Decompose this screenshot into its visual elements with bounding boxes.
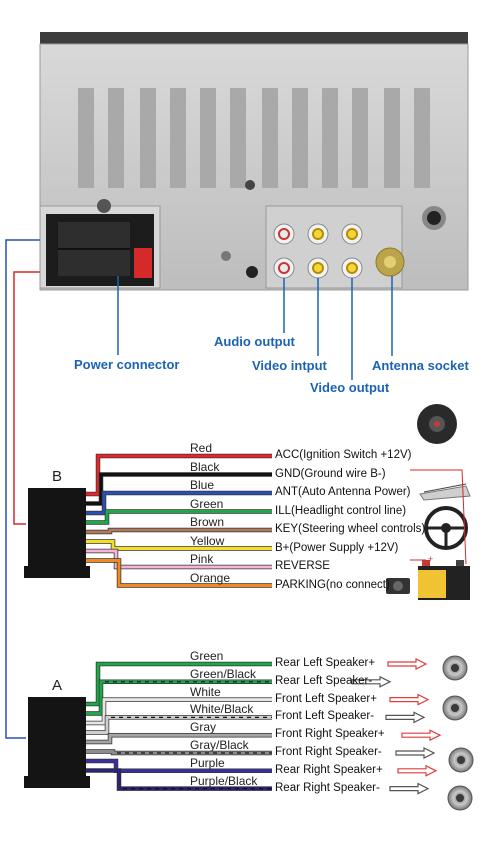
car-battery-icon	[418, 560, 470, 600]
wire-function-label: Rear Right Speaker+	[275, 763, 383, 776]
wire-function-label: Front Left Speaker+	[275, 692, 377, 705]
antenna-socket-port	[375, 206, 446, 277]
callout-antenna-socket: Antenna socket	[372, 358, 469, 373]
wire-brown	[86, 528, 272, 534]
head-unit-rear-panel	[39, 32, 469, 291]
connector-a-wires	[86, 661, 272, 791]
wire-function-label: Front Right Speaker-	[275, 746, 382, 758]
harness-leads	[5, 239, 40, 739]
wire-white	[86, 698, 272, 725]
wire-outline	[86, 472, 272, 506]
wire-black	[86, 473, 272, 505]
speaker-cone	[451, 704, 459, 712]
car-antenna-icon	[419, 483, 471, 501]
wire-color-label: Pink	[190, 552, 214, 566]
plus-arrow-icon	[389, 693, 430, 706]
screw-icon	[245, 180, 255, 190]
power-connector-port	[39, 199, 161, 289]
wire-color-label: Green/Black	[190, 666, 257, 681]
wire-color-label: Blue	[190, 478, 215, 492]
wire-color-label: Orange	[190, 570, 231, 585]
mic-jack-icon	[246, 266, 258, 278]
wire-orange	[86, 559, 272, 587]
minus-arrow-icon	[385, 711, 426, 724]
wire-color-label: Gray/Black	[190, 738, 249, 752]
battery-plus-label: +	[428, 554, 433, 564]
wire-color-label: Green	[190, 649, 224, 663]
wire-red	[86, 454, 272, 496]
wire-function-label: B+(Power Supply +12V)	[275, 541, 399, 554]
wire-color-label: Purple	[190, 755, 225, 770]
callout-video-input: Video intput	[252, 358, 327, 373]
callout-leaders	[117, 276, 393, 380]
plus-arrow-icon	[397, 764, 438, 777]
screw-icon	[97, 199, 111, 213]
wire-color-label: Yellow	[190, 533, 225, 548]
antenna-plug-icon	[417, 404, 457, 444]
connector-b-letter: B	[52, 468, 63, 485]
wire-function-label: Rear Left Speaker-	[275, 674, 373, 687]
minus-arrow-icon	[389, 782, 430, 795]
battery-leads	[410, 469, 467, 565]
speaker-cone	[457, 756, 465, 764]
steering-wheel-icon	[424, 506, 468, 550]
backup-camera-icon	[386, 578, 410, 594]
connector-a-letter: A	[52, 677, 63, 694]
wire-function-label: GND(Ground wire B-)	[275, 467, 386, 480]
wire-color-label: Red	[190, 441, 213, 455]
wire-blue	[86, 491, 272, 515]
wire-function-label: ACC(Ignition Switch +12V)	[275, 449, 412, 461]
screw-icon	[221, 251, 231, 261]
wire-green	[86, 662, 272, 706]
wire-white-black	[86, 715, 272, 734]
minus-arrow-icon	[395, 747, 436, 759]
wire-function-label: REVERSE	[275, 560, 330, 572]
wire-function-label: Rear Right Speaker-	[275, 781, 380, 794]
callout-audio-output: Audio output	[214, 334, 295, 349]
wire-function-label: Front Right Speaker+	[275, 728, 385, 741]
battery-minus-label: -	[456, 558, 459, 568]
wire-function-label: ANT(Auto Antenna Power)	[275, 486, 411, 498]
wire-function-label: Front Left Speaker-	[275, 710, 375, 723]
callout-power-connector: Power connector	[74, 357, 180, 372]
wire-purple	[86, 759, 272, 773]
plus-arrow-icon	[387, 658, 428, 670]
wire-yellow	[86, 540, 272, 550]
minus-arrow-icon	[351, 675, 392, 688]
wire-function-label: Rear Left Speaker+	[275, 657, 376, 669]
wire-color-label: White/Black	[190, 702, 254, 717]
wire-function-label: KEY(Steering wheel controls)	[275, 523, 426, 535]
wire-outline	[86, 715, 272, 735]
wire-outline	[86, 509, 272, 525]
wire-color-label: Black	[190, 459, 220, 474]
connector-b-body	[24, 488, 90, 578]
wire-color-label: Purple/Black	[190, 773, 258, 788]
connector-b-wires	[86, 453, 272, 588]
wire-function-label: PARKING(no connect)	[275, 578, 390, 591]
cooling-fins	[78, 88, 430, 188]
wire-gray	[86, 733, 272, 744]
wire-color-label: White	[190, 684, 221, 699]
rca-jacks	[221, 205, 403, 289]
wire-function-label: ILL(Headlight control line)	[275, 504, 407, 517]
connector-a-body	[24, 697, 90, 788]
speaker-icons	[351, 655, 474, 811]
wire-color-label: Green	[190, 496, 224, 511]
speaker-cone	[456, 794, 464, 802]
plus-arrow-icon	[401, 729, 442, 742]
callout-video-output: Video output	[310, 380, 390, 395]
wire-color-label: Brown	[190, 515, 225, 529]
wire-green	[86, 510, 272, 524]
wire-color-label: Gray	[190, 720, 217, 735]
speaker-cone	[451, 664, 459, 672]
